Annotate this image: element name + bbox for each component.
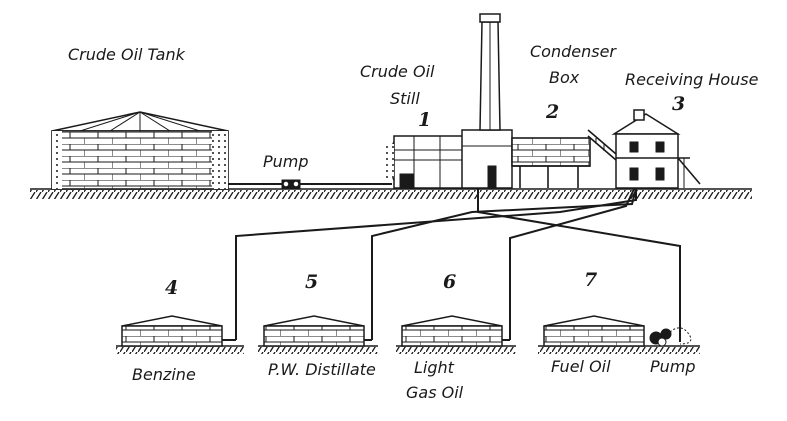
light-gas-oil-label-line1: Light: [414, 358, 455, 377]
condenser-label-line2: Box: [549, 68, 580, 87]
chimney: [479, 13, 501, 131]
fuel-oil-label: Fuel Oil: [551, 357, 611, 376]
crude-oil-tank: [51, 111, 229, 190]
crude-oil-still-label-line1: Crude Oil: [360, 62, 435, 81]
tank-fuel-oil: [538, 315, 700, 354]
main-pump-label: Pump: [263, 152, 309, 171]
receiving-house-label: Receiving House: [625, 70, 759, 89]
pw-distillate-label: P.W. Distillate: [268, 360, 376, 379]
light-gas-oil-label-line2: Gas Oil: [406, 383, 464, 402]
number-light-gas-oil: 6: [443, 271, 456, 293]
number-fuel-oil: 7: [584, 269, 597, 291]
number-condenser: 2: [545, 101, 559, 123]
condenser-box: [511, 129, 617, 188]
number-still: 1: [418, 109, 431, 131]
main-pump: [281, 179, 301, 189]
distribution-pipes: [235, 188, 681, 342]
tank-light-gas-oil: [396, 315, 516, 354]
main-ground: [30, 188, 752, 199]
benzine-label: Benzine: [132, 365, 196, 384]
number-benzine: 4: [165, 277, 178, 299]
number-pw-distillate: 5: [305, 271, 318, 293]
receiving-house: [611, 109, 701, 189]
number-receiving-house: 3: [672, 93, 685, 115]
condenser-label-line1: Condenser: [530, 42, 617, 61]
crude-oil-still: [386, 129, 513, 189]
fuel-oil-pump-label: Pump: [650, 357, 696, 376]
fuel-oil-pump: [649, 327, 692, 347]
tank-pw-distillate: [258, 315, 378, 354]
crude-oil-tank-label: Crude Oil Tank: [68, 45, 186, 64]
tank-benzine: [116, 315, 244, 354]
crude-oil-still-label-line2: Still: [390, 89, 420, 108]
